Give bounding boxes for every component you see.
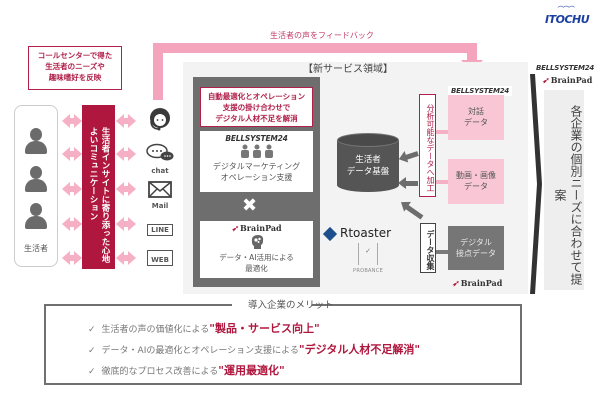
feedback-arrow — [153, 43, 473, 53]
digital-touchpoint-box: デジタル 接点データ — [448, 226, 504, 270]
channel-operator — [140, 107, 180, 137]
service-title: 【新サービス領域】 — [303, 64, 393, 75]
check-icon: ✓ — [88, 325, 96, 335]
chat-icon — [146, 143, 174, 161]
double-arrow-icon — [116, 114, 136, 128]
double-arrow-icon — [62, 114, 82, 128]
person-icon — [25, 203, 47, 231]
data-box-media: 動画・画像 データ — [448, 159, 504, 204]
channel-mail: Mail — [140, 181, 180, 210]
bellsystem-logo-top: BELLSYSTEM24 — [448, 86, 513, 96]
highlight-line: 支援の掛け合わせで — [222, 103, 291, 112]
team-icon — [240, 144, 273, 158]
communication-banner: 生活者インサイトに寄り添った心地よいコミュニケーション — [82, 105, 115, 269]
double-arrow-icon — [62, 251, 82, 265]
merit-item: ✓データ・AIの最適化とオペレーション支援による"デジタル人材不足解消" — [88, 343, 421, 356]
database-icon: 生活者データ基盤 — [337, 133, 399, 198]
bellsystem-line: デジタルマーケティング — [212, 162, 301, 171]
mail-label: Mail — [151, 202, 169, 210]
data-box-line: データ — [464, 182, 488, 191]
merits-box — [44, 305, 522, 385]
merit-item: ✓徹底的なプロセス改善による"運用最適化" — [88, 364, 285, 377]
data-box-line: 対話 — [468, 107, 484, 116]
brainpad-logo-bottom: ➶BrainPad — [452, 278, 503, 288]
proposal-banner: 各企業の個別ニーズに合わせて提案 — [544, 90, 584, 290]
brainpad-logo: ➶BrainPad — [231, 223, 282, 233]
callout-box: コールセンターで得た 生活者のニーズや 趣味嗜好を反映 — [28, 46, 122, 90]
double-arrow-icon — [62, 217, 82, 231]
connector — [436, 180, 450, 184]
callout-line: 生活者のニーズや — [45, 62, 105, 71]
data-box-dialogue: 対話 データ — [448, 95, 504, 140]
feedback-arrow-right — [467, 43, 477, 63]
merit-item: ✓生活者の声の価値化による"製品・サービス向上" — [88, 322, 320, 335]
rtoaster-logo: Rtoaster — [322, 226, 391, 241]
bellsystem-partner-logo: BELLSYSTEM24 — [536, 64, 595, 72]
cross-icon: ✖ — [242, 195, 258, 216]
database-label: データ基盤 — [346, 167, 390, 177]
mail-icon — [148, 181, 172, 198]
process-label: 分析可能なデータへ加工 — [419, 94, 436, 197]
arrow-left-icon — [398, 177, 418, 189]
itochu-logo: ⌒⌒⌒ITOCHU — [545, 6, 590, 26]
data-box-line: 動画・画像 — [456, 171, 496, 180]
feedback-arrow-left — [153, 43, 163, 100]
channel-chat: chat — [140, 143, 180, 175]
double-arrow-icon — [116, 147, 136, 161]
connector — [436, 250, 450, 254]
rtoaster-mark-icon — [322, 226, 338, 241]
double-arrow-icon — [116, 182, 136, 196]
consumer-box: 生活者 — [14, 105, 58, 267]
digital-box-line: デジタル — [460, 238, 492, 247]
bellsystem-logo: BELLSYSTEM24 — [225, 134, 288, 143]
connector — [436, 130, 450, 134]
person-icon — [25, 166, 47, 194]
highlight-box: 自動最適化とオペレーション 支援の掛け合わせで デジタル人材不足を解消 — [200, 87, 313, 127]
line-icon: LINE — [147, 224, 173, 236]
merits-border — [44, 304, 232, 306]
digital-box-line: 接点データ — [456, 249, 496, 258]
double-arrow-icon — [62, 147, 82, 161]
channel-line: LINE — [140, 217, 180, 236]
callout-line: コールセンターで得た — [37, 51, 113, 60]
brainpad-line: データ・AI活用による — [219, 253, 294, 262]
bellsystem-line: オペレーション支援 — [220, 173, 293, 182]
consumer-label: 生活者 — [24, 244, 48, 253]
brainpad-line: 最適化 — [245, 264, 268, 273]
person-icon — [25, 128, 47, 156]
brainpad-box: ➶BrainPad データ・AI活用による 最適化 — [200, 221, 313, 278]
web-icon: WEB — [147, 250, 173, 266]
merits-title: 導入企業のメリット — [248, 300, 334, 311]
check-icon: ✓ — [88, 367, 96, 377]
merits-border — [312, 304, 522, 306]
probance-label: PROBANCE — [353, 268, 384, 274]
chevron-right-icon — [530, 74, 542, 294]
check-icon: ✓ — [88, 346, 96, 356]
database-label: 生活者 — [355, 155, 381, 165]
probance-logo-icon: ✓ — [358, 243, 378, 265]
chat-label: chat — [151, 167, 169, 175]
double-arrow-icon — [116, 251, 136, 265]
highlight-line: デジタル人材不足を解消 — [215, 114, 298, 123]
highlight-line: 自動最適化とオペレーション — [207, 92, 306, 101]
callout-line: 趣味嗜好を反映 — [48, 73, 102, 82]
bellsystem-box: BELLSYSTEM24 デジタルマーケティング オペレーション支援 — [200, 131, 313, 192]
collect-label: データ収集 — [420, 223, 436, 273]
feedback-label: 生活者の声をフィードバック — [270, 31, 374, 40]
double-arrow-icon — [62, 182, 82, 196]
double-arrow-icon — [116, 217, 136, 231]
operator-headset-icon — [150, 108, 170, 131]
brain-head-icon — [251, 235, 263, 249]
channel-web: WEB — [140, 247, 180, 266]
brainpad-partner-logo: ➶BrainPad — [542, 75, 593, 85]
data-box-line: データ — [464, 118, 488, 127]
